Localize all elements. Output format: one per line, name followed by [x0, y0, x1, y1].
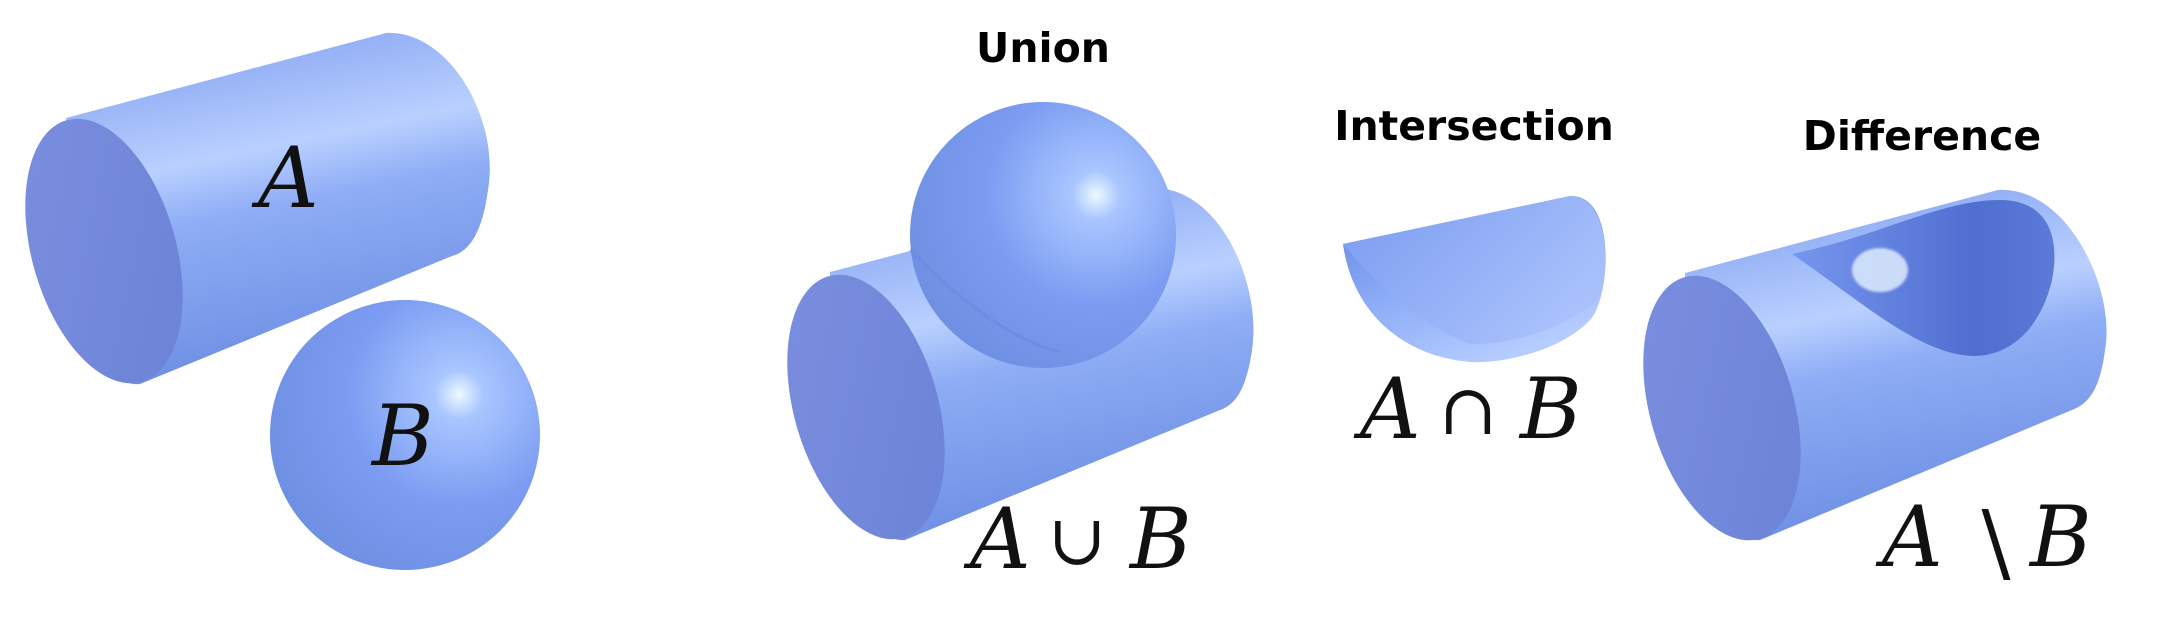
difference-operator: \: [1982, 493, 2011, 593]
difference-shape: [1643, 189, 2107, 541]
union-label-b: B: [1128, 490, 1192, 588]
difference-label-a: A: [1875, 488, 1943, 586]
difference-label-b: B: [2028, 488, 2092, 586]
difference-title: Difference: [1803, 112, 2041, 160]
cylinder-a: [25, 32, 490, 385]
label-a: A: [251, 129, 319, 227]
intersection-operator: ∩: [1439, 369, 1498, 451]
sphere-b: [270, 300, 540, 570]
union-title: Union: [976, 24, 1110, 72]
intersection-shape: [1343, 195, 1606, 363]
label-b: B: [370, 387, 434, 485]
intersection-title: Intersection: [1334, 102, 1614, 150]
intersection-label-a: A: [1353, 360, 1421, 458]
union-operator: ∪: [1048, 499, 1107, 581]
union-label-a: A: [963, 490, 1031, 588]
union-shape: [787, 102, 1254, 541]
intersection-label-b: B: [1518, 360, 1582, 458]
